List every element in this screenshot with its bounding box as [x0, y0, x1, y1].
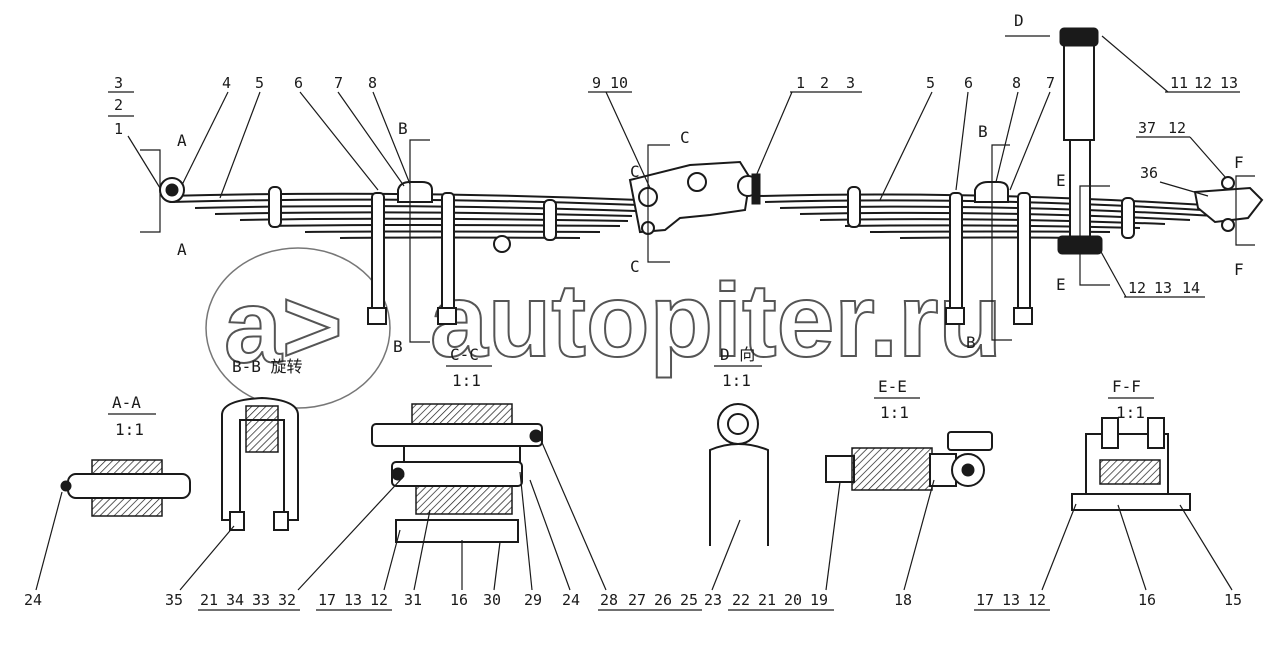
marker-d: D	[1014, 11, 1024, 30]
callout-bottom-24: 17	[976, 591, 994, 609]
marker-b-left-top: B	[398, 119, 408, 138]
callout-bottom-14: 28	[600, 591, 618, 609]
marker-b-right-bottom: B	[966, 333, 976, 352]
callout-top-11: 2	[820, 74, 829, 92]
view-b-b: B-B 旋转	[221, 357, 303, 531]
view-f-f: F-F 1:1	[1071, 377, 1191, 511]
callout-bottom-8: 12	[370, 591, 388, 609]
callout-top-12: 3	[846, 74, 855, 92]
callout-top-9: 10	[610, 74, 628, 92]
callout-bottom-1: 35	[165, 591, 183, 609]
callout-top-10: 1	[796, 74, 805, 92]
callout-top-18: 12	[1194, 74, 1212, 92]
view-c-c: C-C 1:1	[371, 345, 543, 543]
callout-bottom-19: 22	[732, 591, 750, 609]
callout-bottom-0: 24	[24, 591, 42, 609]
view-ff-scale: 1:1	[1116, 403, 1145, 422]
callout-bottom-20: 21	[758, 591, 776, 609]
callout-bottom-28: 15	[1224, 591, 1242, 609]
callout-top-0: 3	[114, 74, 123, 92]
view-aa-title: A-A	[112, 393, 141, 412]
leaf-spring-assembly	[159, 27, 1264, 325]
view-aa-scale: 1:1	[115, 420, 144, 439]
view-cc-scale: 1:1	[452, 371, 481, 390]
view-d-title: D 向	[720, 345, 755, 364]
marker-c-bottom: C	[630, 257, 640, 276]
callout-top-1: 2	[114, 96, 123, 114]
callout-bottom-9: 31	[404, 591, 422, 609]
callout-top-8: 9	[592, 74, 601, 92]
watermark: a> autopiter.ru	[205, 247, 1003, 409]
view-cc-title: C-C	[450, 345, 479, 364]
callout-bottom-13: 24	[562, 591, 580, 609]
callout-bottom-17: 25	[680, 591, 698, 609]
marker-a-top: A	[177, 131, 187, 150]
callout-top-16: 7	[1046, 74, 1055, 92]
callout-top-23: 12	[1128, 279, 1146, 297]
marker-f-bottom: F	[1234, 260, 1244, 279]
callout-top-15: 8	[1012, 74, 1021, 92]
section-markers: A A B B C C C B B D E E F F	[140, 11, 1255, 356]
callout-bottom-25: 13	[1002, 591, 1020, 609]
callout-bottom-6: 17	[318, 591, 336, 609]
view-ee-scale: 1:1	[880, 403, 909, 422]
callout-top-17: 11	[1170, 74, 1188, 92]
callout-bottom-3: 34	[226, 591, 244, 609]
callout-top-4: 5	[255, 74, 264, 92]
callout-top-5: 6	[294, 74, 303, 92]
callout-top-20: 37	[1138, 119, 1156, 137]
callouts-bottom: 24 35 21 34 33 32 17 13 12 31 16 30 29 2…	[24, 437, 1242, 611]
watermark-text: autopiter.ru	[430, 263, 1002, 379]
callout-top-13: 5	[926, 74, 935, 92]
callout-bottom-22: 19	[810, 591, 828, 609]
view-ee-title: E-E	[878, 377, 907, 396]
marker-e-top: E	[1056, 171, 1066, 190]
callout-bottom-26: 12	[1028, 591, 1046, 609]
marker-c-top: C	[680, 128, 690, 147]
callout-bottom-11: 30	[483, 591, 501, 609]
callout-bottom-16: 26	[654, 591, 672, 609]
callout-top-2: 1	[114, 120, 123, 138]
callout-bottom-27: 16	[1138, 591, 1156, 609]
callout-bottom-4: 33	[252, 591, 270, 609]
callout-top-3: 4	[222, 74, 231, 92]
view-a-a: A-A 1:1	[60, 393, 191, 517]
callout-top-19: 13	[1220, 74, 1238, 92]
callout-bottom-15: 27	[628, 591, 646, 609]
callout-bottom-18: 23	[704, 591, 722, 609]
callout-bottom-5: 32	[278, 591, 296, 609]
callout-top-25: 14	[1182, 279, 1200, 297]
marker-b-left-bottom: B	[393, 337, 403, 356]
view-d-scale: 1:1	[722, 371, 751, 390]
callout-bottom-12: 29	[524, 591, 542, 609]
callout-top-22: 36	[1140, 164, 1158, 182]
callout-top-7: 8	[368, 74, 377, 92]
marker-e-bottom: E	[1056, 275, 1066, 294]
callout-bottom-2: 21	[200, 591, 218, 609]
callouts-top: 3 2 1 4 5 6 7 8 9 10 1 2 3 5 6 8 7 11 12	[108, 35, 1240, 298]
view-bb-title: B-B 旋转	[232, 357, 303, 376]
callout-top-21: 12	[1168, 119, 1186, 137]
callout-top-24: 13	[1154, 279, 1172, 297]
view-ff-title: F-F	[1112, 377, 1141, 396]
view-e-e: E-E 1:1	[825, 377, 993, 491]
callout-bottom-7: 13	[344, 591, 362, 609]
watermark-logo: a>	[224, 269, 343, 385]
callout-top-6: 7	[334, 74, 343, 92]
callout-bottom-10: 16	[450, 591, 468, 609]
callout-bottom-23: 18	[894, 591, 912, 609]
marker-a-bottom: A	[177, 240, 187, 259]
marker-f-top: F	[1234, 153, 1244, 172]
callout-bottom-21: 20	[784, 591, 802, 609]
callout-top-14: 6	[964, 74, 973, 92]
marker-b-right-top: B	[978, 122, 988, 141]
view-d: D 向 1:1	[709, 345, 769, 546]
marker-c-mid: C	[630, 162, 640, 181]
